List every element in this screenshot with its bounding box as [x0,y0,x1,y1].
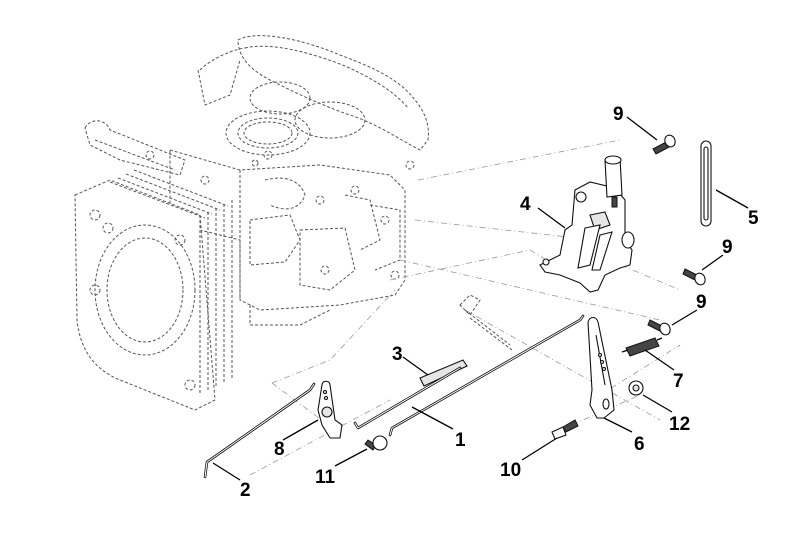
throttle-rod-long[interactable] [388,314,585,437]
choke-lever-bracket[interactable] [317,380,343,439]
engine-block [74,35,429,411]
callout-9-mid: 9 [722,237,733,258]
callout-4: 4 [520,194,531,215]
callout-8: 8 [274,439,285,460]
flange-bolt-small[interactable] [364,435,388,451]
throttle-shaft [459,294,513,351]
rod-guide-plate[interactable] [419,359,468,387]
callout-9-lower: 9 [696,292,707,313]
callout-6: 6 [634,434,645,455]
callout-3: 3 [392,344,403,365]
callout-5: 5 [748,208,759,229]
callout-9-top: 9 [613,104,624,125]
callout-7: 7 [673,371,684,392]
callout-1: 1 [455,430,466,451]
choke-rod[interactable] [203,382,316,479]
callout-12: 12 [669,414,690,435]
control-bracket-assembly[interactable] [539,155,635,293]
callout-11: 11 [315,467,336,488]
governor-spring[interactable] [621,337,663,357]
shoulder-bolt[interactable] [551,419,579,440]
linkage-rod[interactable] [353,366,462,430]
callout-10: 10 [500,460,521,481]
nut[interactable] [628,380,644,396]
flange-bolt-mid[interactable] [682,268,707,287]
governor-lever[interactable] [587,316,615,419]
callout-labels: 1 2 3 4 5 6 7 8 9 9 9 10 11 12 [240,104,759,501]
callout-2: 2 [240,480,251,501]
flange-bolt-top[interactable] [652,133,677,155]
flange-bolt-lower[interactable] [647,319,672,337]
callout-leaders [212,116,749,481]
link-strap[interactable] [700,140,712,227]
